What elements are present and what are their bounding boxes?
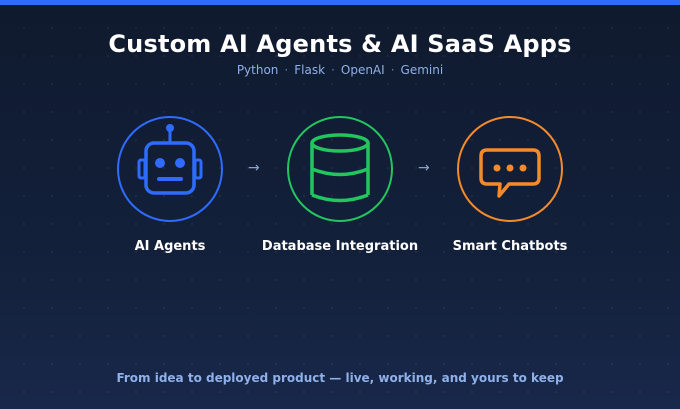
feature-chatbots-circle [457, 116, 563, 222]
tech-item-openai: OpenAI [340, 63, 385, 77]
feature-label: AI Agents [134, 239, 206, 254]
feature-ai-agents: AI Agents [80, 116, 260, 266]
tech-stack-line: Python · Flask · OpenAI · Gemini [0, 63, 680, 77]
database-icon [310, 133, 370, 203]
flow-arrow-icon: → [248, 160, 260, 176]
page-title: Custom AI Agents & AI SaaS Apps [108, 30, 572, 58]
feature-ai-agents-circle [117, 116, 223, 222]
feature-database-circle [287, 116, 393, 222]
feature-smart-chatbots: Smart Chatbots [420, 116, 600, 266]
tech-separator: · [390, 63, 395, 77]
tech-separator: · [331, 63, 335, 77]
feature-database-integration: Database Integration [250, 116, 430, 266]
tech-item-python: Python [236, 63, 279, 77]
feature-label: Smart Chatbots [452, 239, 568, 254]
feature-label: Database Integration [261, 239, 419, 254]
flow-arrow-icon: → [418, 160, 430, 176]
tech-item-flask: Flask [294, 63, 326, 77]
chat-bubble-icon [479, 148, 541, 198]
robot-icon [137, 124, 203, 195]
tech-item-gemini: Gemini [400, 63, 444, 77]
tech-separator: · [284, 63, 289, 77]
top-accent-bar [0, 0, 680, 5]
footer-tagline: From idea to deployed product — live, wo… [116, 371, 564, 385]
